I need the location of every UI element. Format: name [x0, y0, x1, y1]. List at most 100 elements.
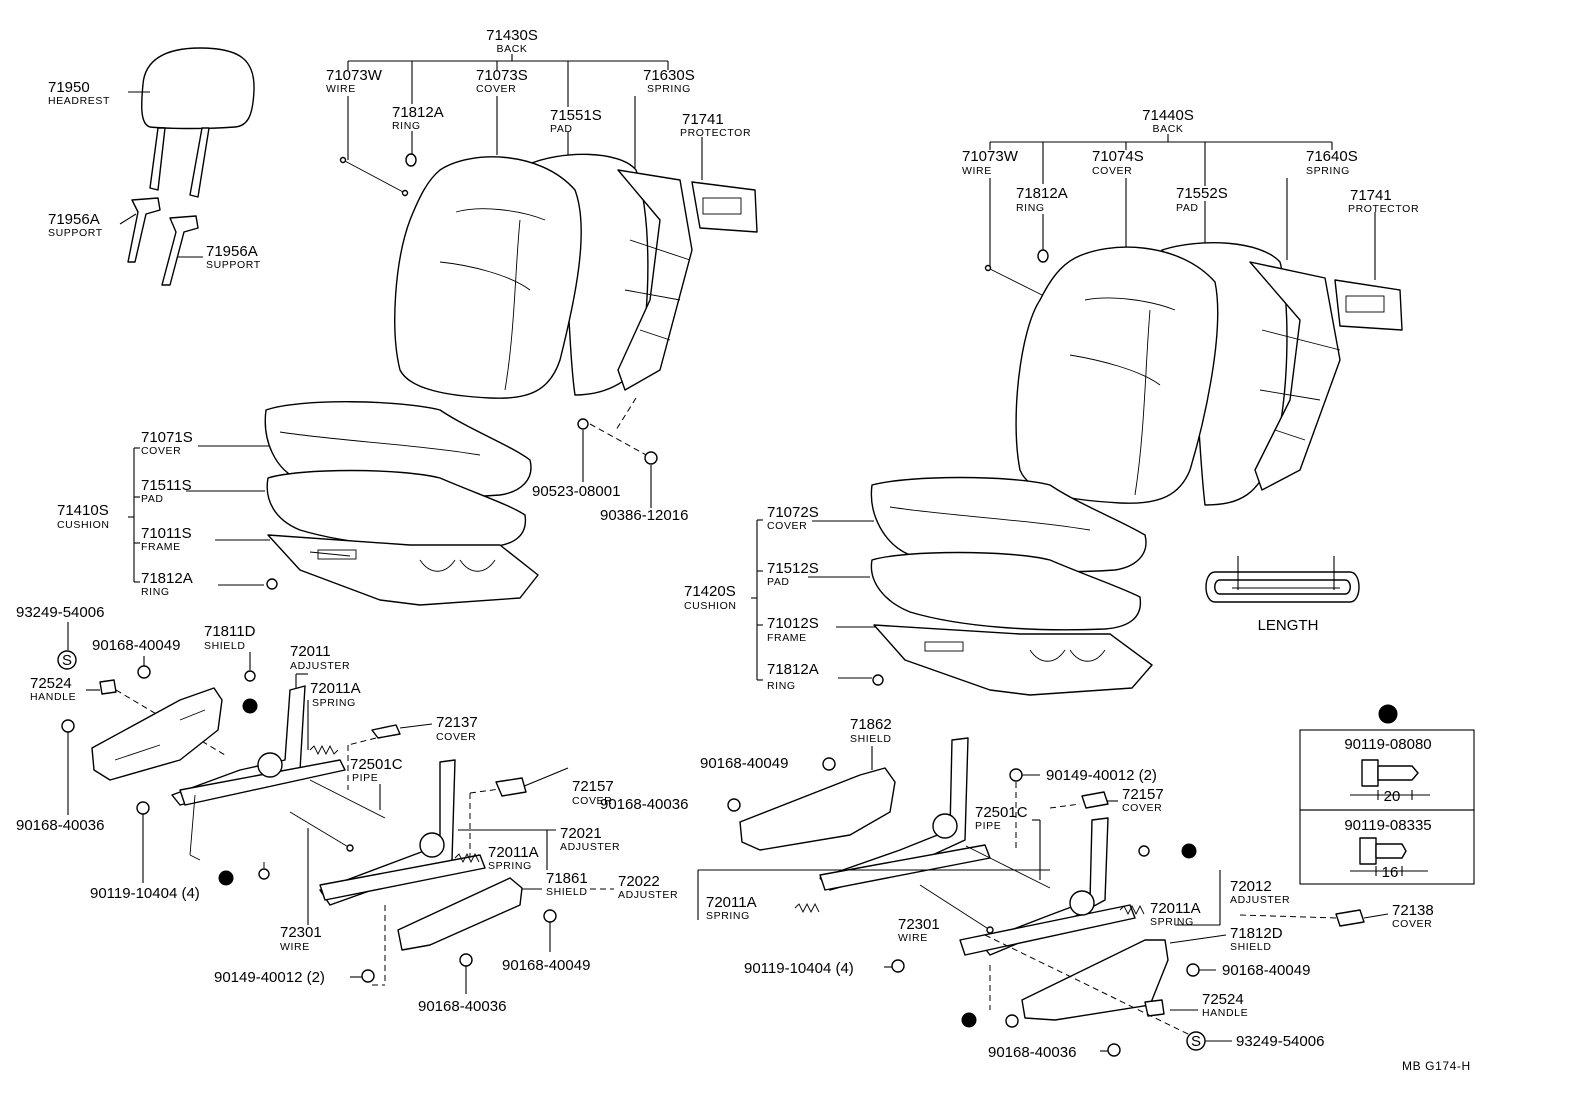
right-cushion-cover-name: COVER [767, 520, 807, 532]
right-back-pad-name: PAD [1176, 202, 1199, 214]
left-spring-a-name: SPRING [312, 697, 356, 709]
left-cushion-cover-name: COVER [141, 445, 181, 457]
left-spring-a-part [309, 744, 339, 756]
left-back-ring-name: RING [392, 120, 421, 132]
right-spring-a-part [794, 902, 820, 914]
left-frame-name: FRAME [141, 541, 181, 553]
right-frame-name: FRAME [767, 632, 807, 644]
right-bolt-40036-label: 90168-40036 [600, 796, 688, 813]
left-s-part-number: 93249-54006 [16, 604, 104, 621]
right-pipe-name: PIPE [975, 820, 1001, 832]
left-s-symbol [57, 650, 77, 670]
right-cover-138-name: COVER [1392, 918, 1432, 930]
left-s-letter: S [62, 652, 72, 669]
left-handle-name: HANDLE [30, 691, 76, 703]
left-handle-part [99, 679, 117, 695]
left-pipe-name: PIPE [352, 772, 378, 784]
right-wire-301-number: 72301 [898, 916, 940, 933]
right-back-cover-part [1015, 246, 1219, 504]
left-back-ring-part [405, 153, 417, 167]
left-back-spring-number: 71630S [643, 67, 695, 84]
left-wire-name: WIRE [326, 83, 356, 95]
right-bolt-40012-label: 90149-40012 (2) [1046, 767, 1157, 784]
length-detail: LENGTH [1205, 556, 1360, 634]
left-headrest-group: 71950 HEADREST 71956A SUPPORT 71956A SUP… [48, 47, 261, 286]
right-cushion-pad-number: 71512S [767, 560, 819, 577]
left-back-name: BACK [497, 43, 528, 55]
left-adjuster-group: 93249-54006 S 90168-40049 71811D SHIELD … [16, 604, 620, 1015]
support-2-number: 71956A [206, 243, 258, 260]
left-shield-61-part [397, 877, 523, 951]
right-shield-12d-part [1021, 939, 1169, 1021]
right-cover-157-number: 72157 [1122, 786, 1164, 803]
right-handle-part [1144, 999, 1165, 1017]
left-spring-a-number: 72011A [310, 680, 361, 697]
left-wire-301-number: 72301 [280, 924, 322, 941]
right-back-cover-number: 71074S [1092, 148, 1144, 165]
left-bolt-10404-label: 90119-10404 (4) [90, 885, 200, 902]
left-spring-a2-part [454, 852, 480, 864]
left-shield-d-part [91, 687, 223, 781]
right-spring-a-number: 72011A [706, 894, 757, 911]
left-adjuster-21-name: ADJUSTER [560, 841, 620, 853]
left-cover-137-number: 72137 [436, 714, 478, 731]
bolt-2-dimension: 16 [1382, 864, 1399, 881]
right-bolt-40049-label: 90168-40049 [700, 755, 788, 772]
right-s-part-number: 93249-54006 [1236, 1033, 1324, 1050]
right-cover-138-part [1335, 909, 1365, 927]
right-back-ring-name: RING [1016, 202, 1045, 214]
left-shield-61-number: 71861 [546, 870, 588, 887]
left-pipe-part [309, 779, 386, 819]
left-spring-a2-name: SPRING [488, 860, 532, 872]
bolt-1-shank-icon [1377, 765, 1419, 781]
right-adjuster-12-number: 72012 [1230, 878, 1272, 895]
right-cover-157-name: COVER [1122, 802, 1162, 814]
right-back-number: 71440S [1142, 107, 1194, 124]
right-spring-a2-part [1119, 904, 1145, 916]
right-back-name: BACK [1153, 123, 1184, 135]
left-cushion-pad-part [266, 469, 527, 549]
right-cushion-ring-part [872, 674, 884, 686]
left-frame-number: 71011S [141, 525, 192, 542]
right-back-spring-number: 71640S [1306, 148, 1358, 165]
left-shield-d-number: 71811D [204, 623, 256, 640]
left-protector-name: PROTECTOR [680, 127, 751, 139]
right-cushion-pad-name: PAD [767, 576, 790, 588]
left-bolt-40049-top: 90168-40049 [92, 637, 180, 654]
bolt-90523-label: 90523-08001 [532, 483, 620, 500]
headrest-number: 71950 [48, 79, 90, 96]
left-cover-157-number: 72157 [572, 778, 614, 795]
left-frame-part [267, 534, 539, 606]
left-shield-61-name: SHIELD [546, 886, 588, 898]
left-back-spring-name: SPRING [647, 83, 691, 95]
left-cushion-ring-name: RING [141, 586, 170, 598]
bolt-2-head-icon [1359, 837, 1377, 865]
right-shield-12d-number: 71812D [1230, 925, 1283, 942]
right-protector-part [1334, 279, 1403, 331]
left-cushion-cover-number: 71071S [141, 429, 193, 446]
right-adjuster-22-name: ADJUSTER [618, 889, 678, 901]
right-pipe-number: 72501C [975, 804, 1028, 821]
right-shield-62-part [739, 767, 896, 851]
left-back-cover-number: 71073S [476, 67, 528, 84]
left-cushion-ring-part [266, 578, 278, 590]
right-adjuster-12-name: ADJUSTER [1230, 894, 1290, 906]
right-back-pad-number: 71552S [1176, 185, 1228, 202]
right-wire-name: WIRE [962, 165, 992, 177]
left-back-bolts: 90523-08001 90386-12016 [532, 418, 688, 524]
support-part-1 [127, 197, 161, 263]
right-adjuster-group: 71862 SHIELD 90168-40049 90168-40036 901… [590, 716, 1434, 1061]
right-back-ring-part [1037, 249, 1049, 263]
bolt-detail-box: 90119-08080 20 90119-08335 16 [1299, 704, 1475, 885]
right-wire-number: 71073W [962, 148, 1019, 165]
right-frame-number: 71012S [767, 615, 819, 632]
right-bolt-40036-b-label: 90168-40036 [988, 1044, 1076, 1061]
bolt-box-part-2: 90119-08335 [1344, 817, 1431, 834]
left-back-cover-part [394, 156, 582, 399]
right-bolt-10404-label: 90119-10404 (4) [744, 960, 854, 977]
right-wire-part [987, 267, 1053, 301]
support-2-name: SUPPORT [206, 259, 261, 271]
right-cushion-ring-number: 71812A [767, 661, 819, 678]
right-pipe-part [965, 845, 1051, 889]
